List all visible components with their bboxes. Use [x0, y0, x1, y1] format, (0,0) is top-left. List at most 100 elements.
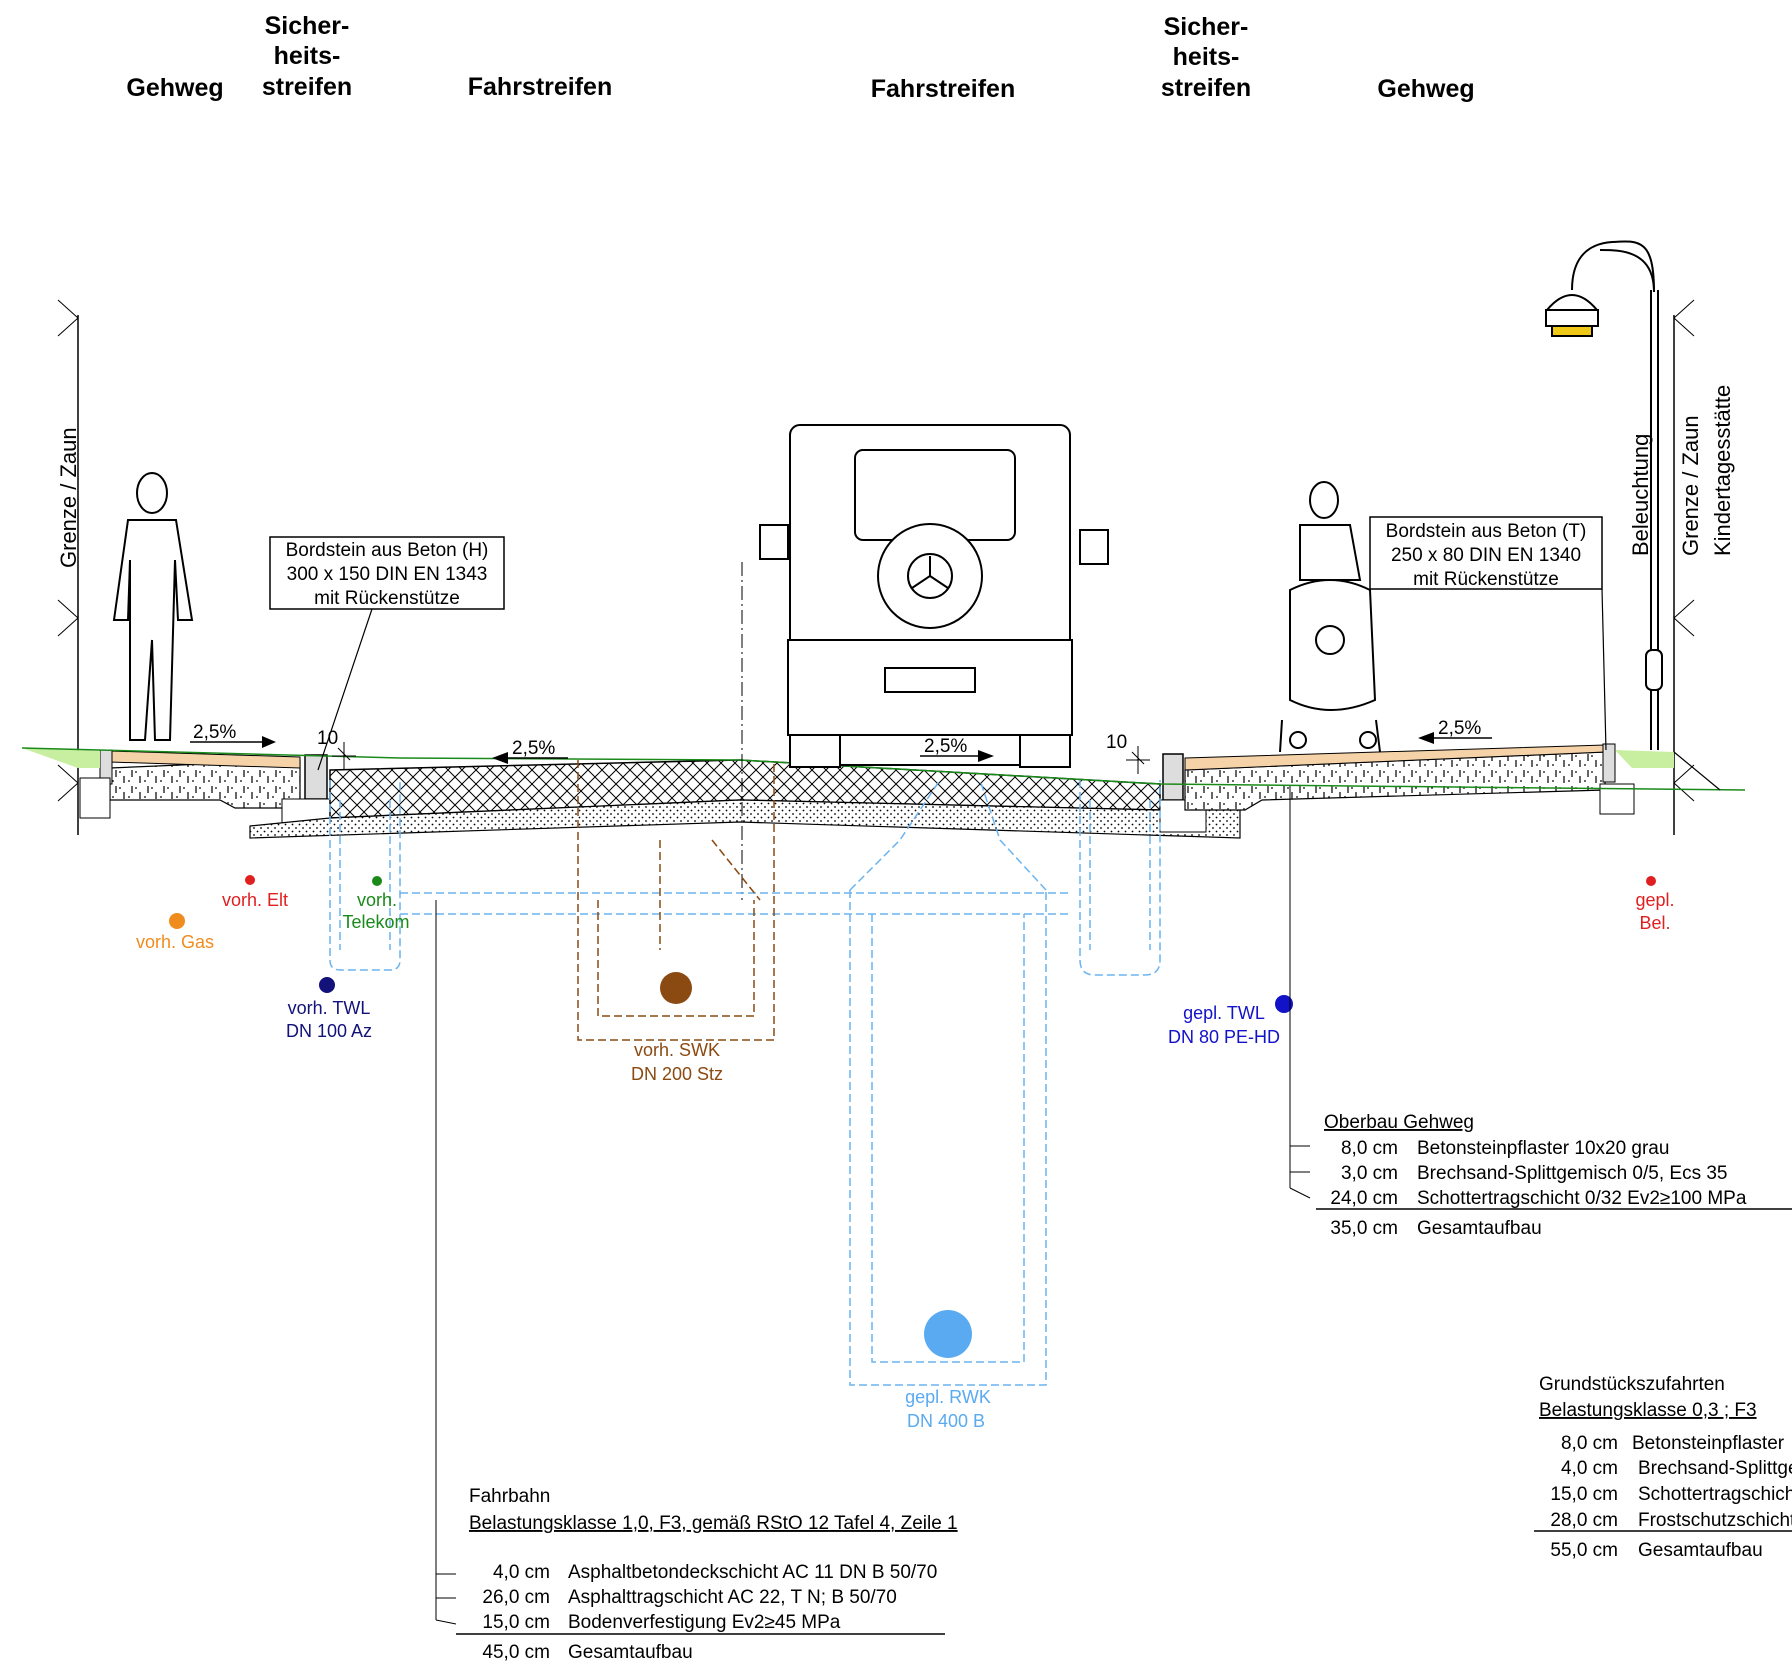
header-sicher-right-3: streifen [1161, 74, 1251, 102]
utility-twl-planned-line2: DN 80 PE-HD [1168, 1027, 1280, 1047]
boundary-right [1673, 299, 1695, 835]
utility-swk-line2: DN 200 Stz [631, 1064, 723, 1084]
slope-gehweg-left: 2,5% [193, 722, 236, 743]
road-cross-section [21, 562, 1746, 900]
curb-right-line2: 250 x 80 DIN EN 1340 [1391, 545, 1581, 566]
header-sicher-right-2: heits- [1173, 43, 1240, 71]
oberbau-gehweg-title: Oberbau Gehweg [1324, 1112, 1474, 1133]
utility-rwk: gepl. RWK DN 400 B [905, 1310, 991, 1431]
utility-telekom: vorh. Telekom [342, 876, 410, 932]
fahrbahn-layer2-thickness: 26,0 cm [482, 1587, 550, 1608]
oberbau-gehweg-layer3-thickness: 24,0 cm [1330, 1188, 1398, 1209]
oberbau-gehweg-layer2-desc: Brechsand-Splittgemisch 0/5, Ecs 35 [1417, 1163, 1728, 1184]
utility-bel-line1: gepl. [1635, 890, 1674, 910]
utility-gas: vorh. Gas [136, 913, 214, 952]
header-gehweg-right: Gehweg [1377, 75, 1474, 103]
utility-bel-line2: Bel. [1639, 913, 1670, 933]
fahrbahn-layer1-desc: Asphaltbetondeckschicht AC 11 DN B 50/70 [568, 1562, 937, 1583]
person-with-stroller [1279, 481, 1381, 753]
zufahrten-layer2-desc: Brechsand-Splittgemisch [1638, 1458, 1792, 1479]
fahrbahn-subtitle: Belastungsklasse 1,0, F3, gemäß RStO 12 … [469, 1513, 958, 1534]
fahrbahn-total-desc: Gesamtaufbau [568, 1642, 693, 1663]
dimensions: 10 10 [317, 728, 1150, 774]
curb-left-line3: mit Rückenstütze [314, 588, 460, 609]
zufahrten-subtitle: Belastungsklasse 0,3 ; F3 [1539, 1400, 1757, 1421]
boundary-left-label: Grenze / Zaun [56, 427, 81, 568]
utility-trenches [329, 760, 1161, 1386]
curb-right-line3: mit Rückenstütze [1413, 569, 1559, 590]
leader-lines [435, 786, 1311, 1625]
curb-callout-right: Bordstein aus Beton (T) 250 x 80 DIN EN … [1369, 516, 1607, 751]
header-sicher-left-3: streifen [262, 73, 352, 101]
lighting-label: Beleuchtung [1628, 434, 1653, 556]
street-lamp [1544, 240, 1663, 750]
zufahrten-total-thickness: 55,0 cm [1550, 1540, 1618, 1561]
utility-elt-label: vorh. Elt [222, 890, 288, 910]
zufahrten-layer3-thickness: 15,0 cm [1550, 1484, 1618, 1505]
utility-twl-existing-line2: DN 100 Az [286, 1021, 372, 1041]
zufahrten-layer1-thickness: 8,0 cm [1561, 1433, 1618, 1454]
fahrbahn-title: Fahrbahn [469, 1486, 550, 1507]
oberbau-gehweg-layer3-desc: Schottertragschicht 0/32 Ev2≥100 MPa [1417, 1188, 1747, 1209]
slope-arrow-icon [978, 750, 994, 762]
utility-twl-existing-line1: vorh. TWL [288, 998, 371, 1018]
slope-gehweg-right: 2,5% [1438, 718, 1481, 739]
utility-gas-label: vorh. Gas [136, 932, 214, 952]
utility-twl-planned: gepl. TWL DN 80 PE-HD [1168, 995, 1293, 1047]
curb-left-line2: 300 x 150 DIN EN 1343 [287, 564, 488, 585]
boundary-left [57, 299, 79, 835]
utility-rwk-line2: DN 400 B [907, 1411, 985, 1431]
zufahrten-title: Grundstückszufahrten [1539, 1374, 1725, 1395]
fahrbahn-layer2-desc: Asphalttragschicht AC 22, T N; B 50/70 [568, 1587, 897, 1608]
utility-bel: gepl. Bel. [1635, 876, 1675, 933]
pedestrian-figure [112, 472, 194, 741]
header-fahr-left: Fahrstreifen [468, 73, 612, 101]
slope-arrow-icon [1418, 732, 1434, 744]
utility-telekom-line2: Telekom [342, 912, 409, 932]
boundary-right-label-kita: Kindertagesstätte [1710, 385, 1735, 556]
suv-vehicle [759, 424, 1109, 768]
lane-headers: Gehweg Sicher- heits- streifen Fahrstrei… [126, 12, 1474, 103]
oberbau-gehweg-total-desc: Gesamtaufbau [1417, 1218, 1542, 1239]
slopes: 2,5% 2,5% 2,5% 2,5% [190, 718, 1492, 764]
curb-left-line1: Bordstein aus Beton (H) [286, 540, 489, 561]
zufahrten-layer3-desc: Schottertragschicht [1638, 1484, 1792, 1505]
utility-twl-existing: vorh. TWL DN 100 Az [286, 977, 372, 1041]
curb-right-line1: Bordstein aus Beton (T) [1386, 521, 1587, 542]
oberbau-gehweg-layer1-thickness: 8,0 cm [1341, 1138, 1398, 1159]
header-gehweg-left: Gehweg [126, 74, 223, 102]
header-sicher-right-1: Sicher- [1164, 13, 1249, 41]
header-sicher-left-2: heits- [274, 42, 341, 70]
utility-swk-line1: vorh. SWK [634, 1040, 720, 1060]
lamp-light-icon [1551, 325, 1593, 337]
fahrbahn-layer1-thickness: 4,0 cm [493, 1562, 550, 1583]
zufahrten-layer2-thickness: 4,0 cm [1561, 1458, 1618, 1479]
zufahrten-layer1-desc: Betonsteinpflaster [1632, 1433, 1785, 1454]
utility-rwk-line1: gepl. RWK [905, 1387, 991, 1407]
slope-fahr-right: 2,5% [924, 736, 967, 757]
slope-arrow-icon [262, 736, 276, 748]
zufahrten-layer4-desc: Frostschutzschicht [1638, 1510, 1792, 1531]
oberbau-gehweg-table: Oberbau Gehweg 8,0 cm Betonsteinpflaster… [1316, 1112, 1792, 1239]
header-sicher-left-1: Sicher- [265, 12, 350, 40]
oberbau-gehweg-total-thickness: 35,0 cm [1330, 1218, 1398, 1239]
oberbau-gehweg-layer1-desc: Betonsteinpflaster 10x20 grau [1417, 1138, 1669, 1159]
zufahrten-total-desc: Gesamtaufbau [1638, 1540, 1763, 1561]
utility-elt: vorh. Elt [222, 875, 288, 910]
fahrbahn-layer3-thickness: 15,0 cm [482, 1612, 550, 1633]
utility-twl-planned-line1: gepl. TWL [1183, 1003, 1265, 1023]
fahrbahn-table: Fahrbahn Belastungsklasse 1,0, F3, gemäß… [456, 1486, 958, 1663]
zufahrten-table: Grundstückszufahrten Belastungsklasse 0,… [1534, 1374, 1792, 1561]
header-fahr-right: Fahrstreifen [871, 75, 1015, 103]
utility-swk: vorh. SWK DN 200 Stz [631, 972, 723, 1084]
dim-left-10: 10 [317, 728, 338, 749]
slope-fahr-left: 2,5% [512, 738, 555, 759]
boundary-right-label: Grenze / Zaun [1678, 415, 1703, 556]
curb-callout-left: Bordstein aus Beton (H) 300 x 150 DIN EN… [269, 536, 505, 771]
dim-right-10: 10 [1106, 732, 1127, 753]
fahrbahn-total-thickness: 45,0 cm [482, 1642, 550, 1663]
slope-arrow-icon [492, 752, 508, 764]
utility-telekom-line1: vorh. [357, 890, 397, 910]
zufahrten-layer4-thickness: 28,0 cm [1550, 1510, 1618, 1531]
